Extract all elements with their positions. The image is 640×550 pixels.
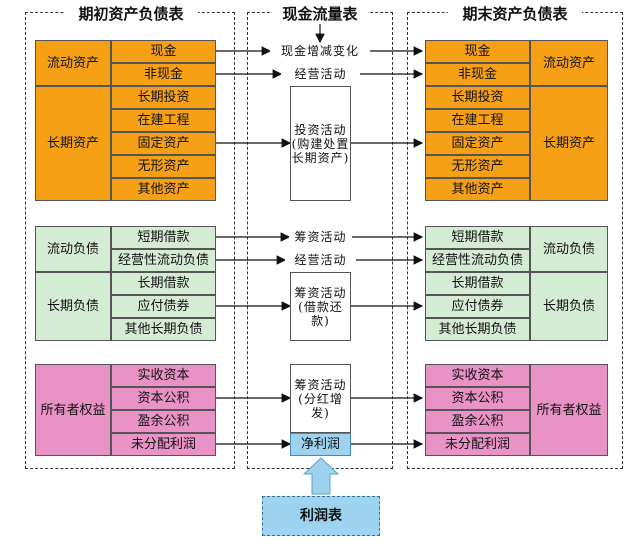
opening-equity-item: 资本公积 xyxy=(111,387,216,410)
cashflow-operating: 经营活动 xyxy=(281,67,360,81)
income-statement-box: 利润表 xyxy=(262,496,380,536)
opening-long-item: 无形资产 xyxy=(111,155,216,178)
opening-equity-item: 盈余公积 xyxy=(111,410,216,433)
closing-long-liab-label: 长期负债 xyxy=(530,272,608,341)
cashflow-loans-box: 筹资活动 (借款还款) xyxy=(290,272,351,341)
opening-long-liab-item: 长期借款 xyxy=(111,272,216,295)
opening-current-liab-item: 短期借款 xyxy=(111,226,216,249)
cashflow-net-profit: 净利润 xyxy=(290,433,351,456)
closing-long-liab-item: 长期借款 xyxy=(425,272,530,295)
income-up-arrow xyxy=(302,457,340,495)
cashflow-investing-box: 投资活动 (购建处置 长期资产) xyxy=(290,86,351,201)
opening-current-liab-label: 流动负债 xyxy=(35,226,111,272)
cashflow-operating-2: 经营活动 xyxy=(285,253,356,267)
closing-current-liab-item: 经营性流动负债 xyxy=(425,249,530,272)
closing-noncash: 非现金 xyxy=(425,63,530,86)
opening-equity-item: 实收资本 xyxy=(111,364,216,387)
opening-equity-label: 所有者权益 xyxy=(35,364,111,456)
opening-long-item: 固定资产 xyxy=(111,132,216,155)
closing-long-item: 无形资产 xyxy=(425,155,530,178)
opening-long-item: 其他资产 xyxy=(111,178,216,201)
opening-current-assets-label: 流动资产 xyxy=(35,40,111,86)
opening-long-item: 在建工程 xyxy=(111,109,216,132)
closing-equity-label: 所有者权益 xyxy=(530,364,608,456)
closing-equity-item: 盈余公积 xyxy=(425,410,530,433)
opening-long-liab-label: 长期负债 xyxy=(35,272,111,341)
closing-current-assets-label: 流动资产 xyxy=(530,40,608,86)
closing-cash: 现金 xyxy=(425,40,530,63)
cashflow-statement-title: 现金流量表 xyxy=(272,5,368,23)
closing-long-item: 长期投资 xyxy=(425,86,530,109)
closing-long-liab-item: 应付债券 xyxy=(425,295,530,318)
closing-long-liab-item: 其他长期负债 xyxy=(425,318,530,341)
closing-equity-item: 资本公积 xyxy=(425,387,530,410)
closing-current-liab-item: 短期借款 xyxy=(425,226,530,249)
closing-long-item: 其他资产 xyxy=(425,178,530,201)
cashflow-dividend-box: 筹资活动 (分红增发) xyxy=(290,364,351,433)
closing-long-item: 在建工程 xyxy=(425,109,530,132)
opening-long-liab-item: 应付债券 xyxy=(111,295,216,318)
cashflow-investing-text: 投资活动 (购建处置 长期资产) xyxy=(291,122,350,165)
opening-long-liab-item: 其他长期负债 xyxy=(111,318,216,341)
opening-cash: 现金 xyxy=(111,40,216,63)
closing-current-liab-label: 流动负债 xyxy=(530,226,608,272)
opening-noncash: 非现金 xyxy=(111,63,216,86)
closing-long-item: 固定资产 xyxy=(425,132,530,155)
closing-equity-item: 未分配利润 xyxy=(425,433,530,456)
cashflow-loans-text: 筹资活动 (借款还款) xyxy=(294,285,347,328)
opening-equity-item: 未分配利润 xyxy=(111,433,216,456)
opening-long-assets-label: 长期资产 xyxy=(35,86,111,201)
opening-current-liab-item: 经营性流动负债 xyxy=(111,249,216,272)
cashflow-cash-change: 现金增减变化 xyxy=(270,44,370,58)
closing-balance-sheet-title: 期末资产负债表 xyxy=(448,5,582,23)
closing-long-assets-label: 长期资产 xyxy=(530,86,608,201)
cashflow-financing: 筹资活动 xyxy=(289,230,352,244)
opening-balance-sheet-title: 期初资产负债表 xyxy=(64,5,198,23)
opening-long-item: 长期投资 xyxy=(111,86,216,109)
closing-equity-item: 实收资本 xyxy=(425,364,530,387)
cashflow-dividend-text: 筹资活动 (分红增发) xyxy=(294,377,347,420)
